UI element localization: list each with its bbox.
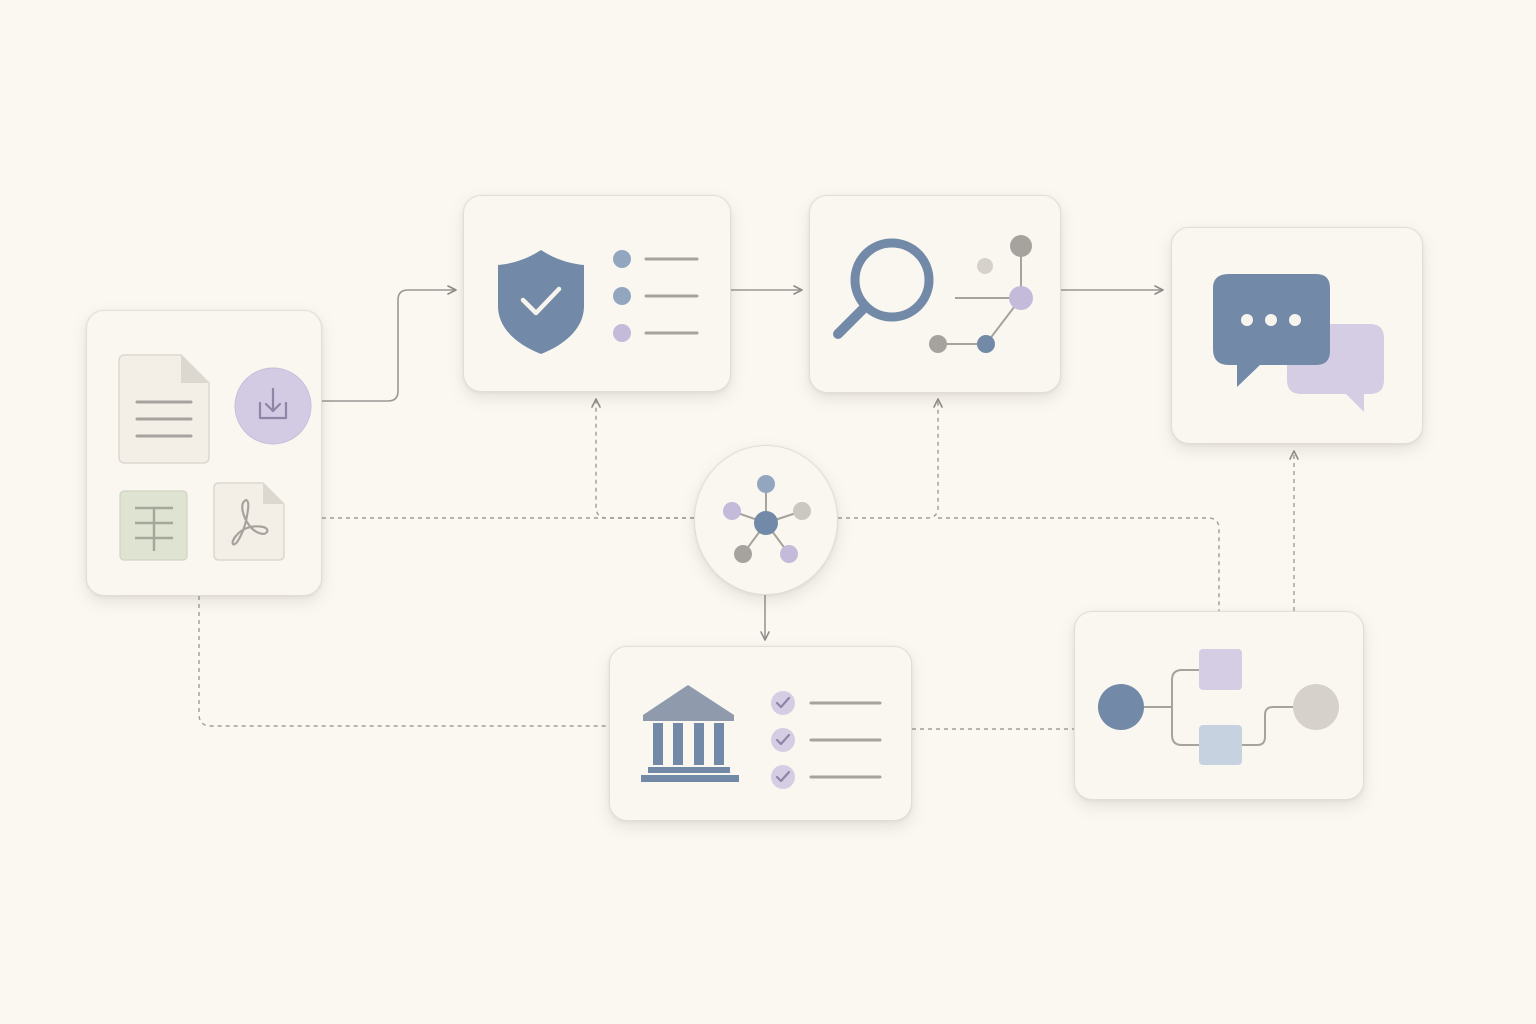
chat-response-card	[1171, 227, 1423, 444]
edge-sources-to-security	[322, 285, 457, 402]
edge-sources-to-compliance	[198, 596, 609, 727]
download-icon[interactable]	[234, 367, 312, 445]
search-analysis-card	[809, 195, 1061, 393]
spreadsheet-icon	[119, 490, 188, 561]
central-hub-node	[694, 445, 838, 595]
workflow-card	[1074, 611, 1364, 800]
list-icon	[613, 250, 699, 342]
security-check-card	[463, 195, 731, 392]
institution-icon	[641, 685, 739, 782]
shield-check-icon	[498, 250, 584, 354]
document-icon	[118, 354, 210, 464]
node-graph-icon	[929, 235, 1033, 353]
edge-hub-to-workflow	[938, 517, 1220, 612]
pdf-icon	[213, 482, 285, 561]
magnifier-icon	[833, 238, 934, 339]
edge-hub-to-security	[591, 398, 694, 519]
flowchart-icon	[1098, 649, 1339, 765]
network-hub-icon	[723, 475, 811, 563]
checklist-icon	[771, 691, 882, 789]
compliance-card	[609, 646, 912, 821]
chat-bubbles-icon	[1213, 274, 1384, 412]
source-documents-card	[86, 310, 322, 596]
edge-hub-to-search	[838, 398, 943, 519]
